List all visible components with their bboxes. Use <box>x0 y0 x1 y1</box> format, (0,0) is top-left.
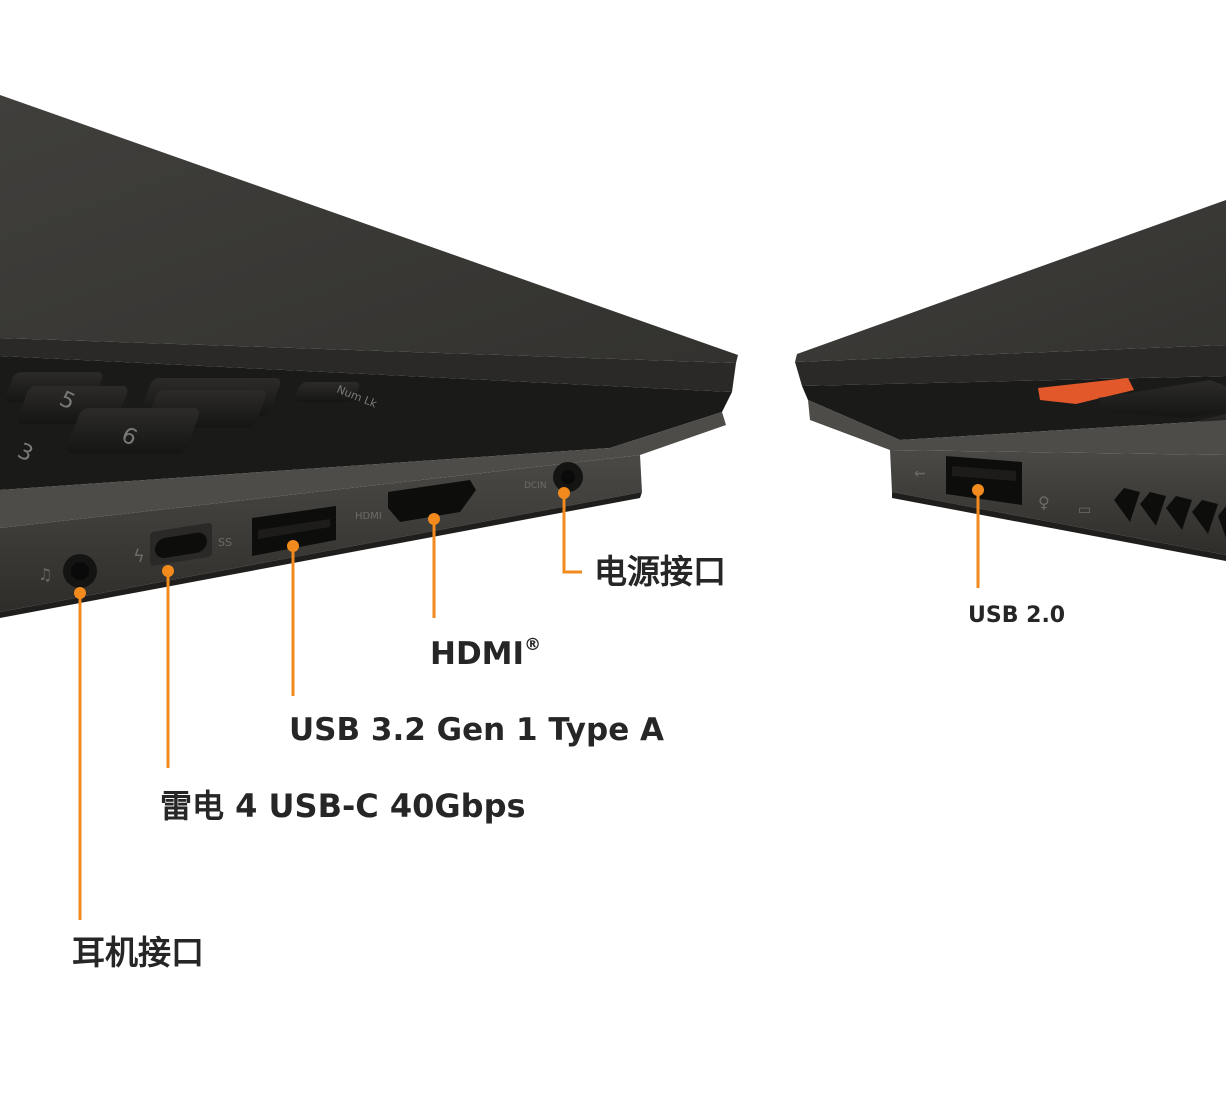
usb-2-tongue <box>952 466 1016 481</box>
leader-dot-thunderbolt <box>162 565 174 577</box>
vent-slot <box>1114 488 1140 522</box>
ss-usb-mark: SS <box>218 536 232 549</box>
leader-dot-dc-in <box>558 487 570 499</box>
right-lid-edge <box>795 345 1226 386</box>
thunderbolt-port <box>155 532 207 558</box>
label-hdmi-text: HDMI <box>430 636 525 672</box>
leader-dot-audio <box>74 587 86 599</box>
label-thunderbolt: 雷电 4 USB-C 40Gbps <box>160 787 526 825</box>
key <box>295 382 360 402</box>
left-base-rim <box>0 412 726 528</box>
battery-led-icon: ▭ <box>1078 502 1091 518</box>
left-lid-edge <box>0 338 736 392</box>
left-lid-top <box>0 95 738 363</box>
right-base-rim <box>808 400 1226 455</box>
trackpoint-button <box>1038 378 1134 404</box>
dc-in-inner <box>561 470 575 484</box>
callout-lines <box>74 484 984 920</box>
audio-jack-inner <box>71 562 89 580</box>
vent-slot <box>1140 492 1166 526</box>
label-audio-jack: 耳机接口 <box>72 933 204 972</box>
leader-dot-usb-a <box>287 540 299 552</box>
key <box>67 408 200 454</box>
label-hdmi: HDMI® <box>430 636 541 672</box>
dcin-mark: DCIN <box>524 481 547 491</box>
registered-mark: ® <box>524 635 542 656</box>
label-usb-2: USB 2.0 <box>968 603 1066 628</box>
keyboard-keys: 5 6 3 Num Lk <box>5 372 379 467</box>
leader-dot-usb-2 <box>972 484 984 496</box>
left-base-bottom <box>0 492 642 618</box>
usb-icon: ⇜ <box>914 466 926 482</box>
thunderbolt-icon: ϟ <box>133 546 145 567</box>
vent-slot <box>1166 496 1192 530</box>
right-laptop: ⇜ ♀ ▭ <box>795 200 1226 561</box>
hdmi-port <box>388 480 476 522</box>
leader-dot-hdmi <box>428 513 440 525</box>
label-usb-a-gen1: USB 3.2 Gen 1 Type A <box>289 712 664 748</box>
key <box>1098 380 1226 418</box>
vent-slot <box>1192 500 1218 534</box>
right-lid-top <box>795 200 1226 362</box>
cooling-vents <box>1114 488 1226 538</box>
left-ports: ♫ ϟ SS HDMI DCIN <box>38 462 583 588</box>
hdmi-mark: HDMI <box>355 511 382 522</box>
label-dc-in: 电源接口 <box>594 552 726 591</box>
right-base-bottom <box>892 492 1226 561</box>
headset-icon: ♫ <box>38 565 52 584</box>
power-led-icon: ♀ <box>1038 493 1050 512</box>
left-laptop: 5 6 3 Num Lk ♫ ϟ SS HDMI <box>0 95 738 618</box>
usb-a-tongue <box>258 519 330 539</box>
leader-dc-in <box>562 493 582 574</box>
vent-slot <box>1218 506 1226 538</box>
